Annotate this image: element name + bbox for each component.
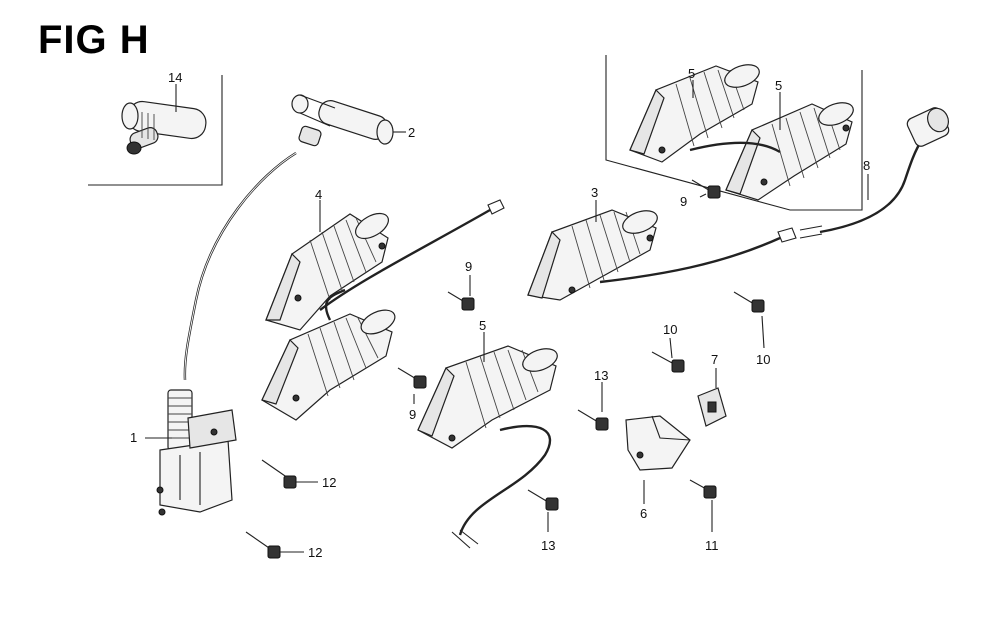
bolt-13-lower[interactable] bbox=[527, 489, 559, 511]
callout-2: 2 bbox=[408, 125, 415, 140]
bolt-12-lower[interactable] bbox=[245, 531, 281, 559]
lighting-coil-lower-left[interactable] bbox=[261, 305, 399, 421]
callout-14: 14 bbox=[168, 70, 182, 85]
callout-12-lower: 12 bbox=[308, 545, 322, 560]
ignition-coil-1[interactable] bbox=[156, 389, 237, 516]
callout-9-inset: 9 bbox=[680, 194, 687, 209]
lower-left-coil-lead bbox=[324, 288, 346, 321]
bolt-10-right[interactable] bbox=[733, 291, 765, 313]
callout-13-lower: 13 bbox=[541, 538, 555, 553]
callout-7: 7 bbox=[711, 352, 718, 367]
callout-13-upper: 13 bbox=[594, 368, 608, 383]
callout-3: 3 bbox=[591, 185, 598, 200]
callout-6: 6 bbox=[640, 506, 647, 521]
callout-10-right: 10 bbox=[756, 352, 770, 367]
inset-box-right bbox=[605, 55, 863, 211]
lighting-coil-4[interactable] bbox=[265, 208, 393, 331]
callout-5-right: 5 bbox=[775, 78, 782, 93]
callout-5-top: 5 bbox=[688, 66, 695, 81]
bracket-6[interactable] bbox=[625, 415, 691, 471]
inset-box-left bbox=[88, 75, 223, 186]
callout-4: 4 bbox=[315, 187, 322, 202]
spark-plug-cap-14[interactable] bbox=[121, 100, 208, 155]
callout-12-upper: 12 bbox=[322, 475, 336, 490]
clip-7[interactable] bbox=[697, 387, 727, 427]
lighting-coil-3[interactable] bbox=[527, 206, 660, 301]
lighting-coil-5-inset-right[interactable] bbox=[725, 98, 856, 201]
bolt-10-center[interactable] bbox=[651, 351, 685, 373]
callout-1: 1 bbox=[130, 430, 137, 445]
center-coil-lead bbox=[458, 425, 552, 536]
bolt-13-upper[interactable] bbox=[577, 409, 609, 431]
callout-10-center: 10 bbox=[663, 322, 677, 337]
callout-8: 8 bbox=[863, 158, 870, 173]
high-tension-lead bbox=[183, 151, 297, 381]
spark-plug-cap-2[interactable] bbox=[291, 94, 394, 147]
leader-lines bbox=[145, 80, 869, 553]
bolt-11[interactable] bbox=[689, 479, 717, 499]
callout-11: 11 bbox=[705, 538, 719, 553]
callout-5-center: 5 bbox=[479, 318, 486, 333]
connector-cord-8[interactable] bbox=[799, 105, 952, 239]
coil-3-lead bbox=[599, 236, 781, 284]
figure-title: FIG H bbox=[38, 18, 150, 62]
lighting-coil-5-center[interactable] bbox=[417, 344, 560, 449]
coil-4-lead bbox=[319, 208, 491, 311]
callout-9-upper: 9 bbox=[465, 259, 472, 274]
bolt-9-lower[interactable] bbox=[397, 367, 427, 389]
bolt-12-upper[interactable] bbox=[261, 459, 297, 489]
bolt-9-inset[interactable] bbox=[691, 179, 721, 199]
bolt-9-upper[interactable] bbox=[447, 291, 475, 311]
callout-labels: 1 2 3 4 5 5 5 6 7 8 9 9 9 10 10 11 12 12… bbox=[130, 66, 870, 560]
inset-coil-lead bbox=[689, 141, 781, 154]
lighting-coil-5-inset-top[interactable] bbox=[629, 60, 762, 163]
callout-9-lower: 9 bbox=[409, 407, 416, 422]
